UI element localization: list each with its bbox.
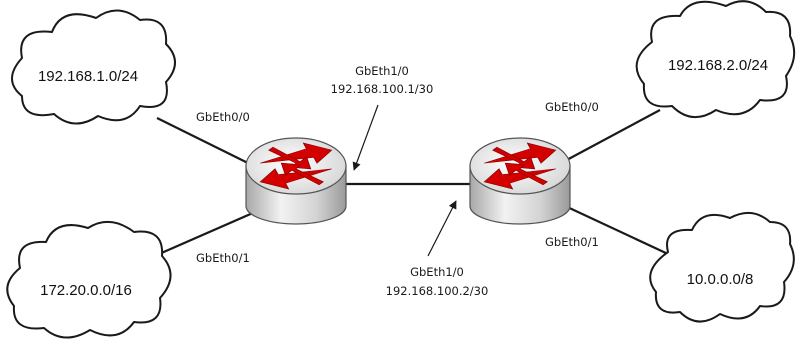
- label-right-gbeth1-0-name: GbEth1/0: [410, 265, 464, 279]
- cloud-label-bottom-right: 10.0.0.0/8: [687, 271, 754, 288]
- label-left-gbeth0-0: GbEth0/0: [196, 110, 250, 124]
- router-icon-right: [469, 137, 571, 225]
- link-left-router-to-bottom-left-cloud: [149, 210, 256, 260]
- cloud-icon-bottom-right: 10.0.0.0/8: [649, 211, 795, 323]
- cloud-icon-bottom-left: 172.20.0.0/16: [6, 221, 172, 339]
- label-left-gbeth1-0-name: GbEth1/0: [355, 64, 409, 78]
- cloud-label-top-left: 192.168.1.0/24: [38, 68, 138, 85]
- link-right-router-to-bottom-right-cloud: [562, 204, 669, 255]
- pointer-arrow-gbeth1-0-left: [352, 104, 379, 171]
- link-left-router-to-top-left-cloud: [156, 117, 259, 169]
- cloud-icon-top-left: 192.168.1.0/24: [11, 9, 176, 125]
- label-right-gbeth0-1: GbEth0/1: [545, 235, 599, 249]
- label-right-gbeth1-0-ip: 192.168.100.2/30: [386, 284, 489, 298]
- label-right-gbeth0-0: GbEth0/0: [545, 100, 599, 114]
- label-left-gbeth1-0-ip: 192.168.100.1/30: [331, 82, 434, 96]
- link-right-router-to-top-right-cloud: [562, 109, 661, 163]
- cloud-icon-top-right: 192.168.2.0/24: [635, 0, 796, 118]
- cloud-label-top-right: 192.168.2.0/24: [668, 57, 768, 74]
- router-icon-left: [245, 137, 347, 225]
- pointer-arrow-gbeth1-0-right: [427, 200, 457, 257]
- label-left-gbeth0-1: GbEth0/1: [196, 251, 250, 265]
- cloud-label-bottom-left: 172.20.0.0/16: [40, 282, 132, 299]
